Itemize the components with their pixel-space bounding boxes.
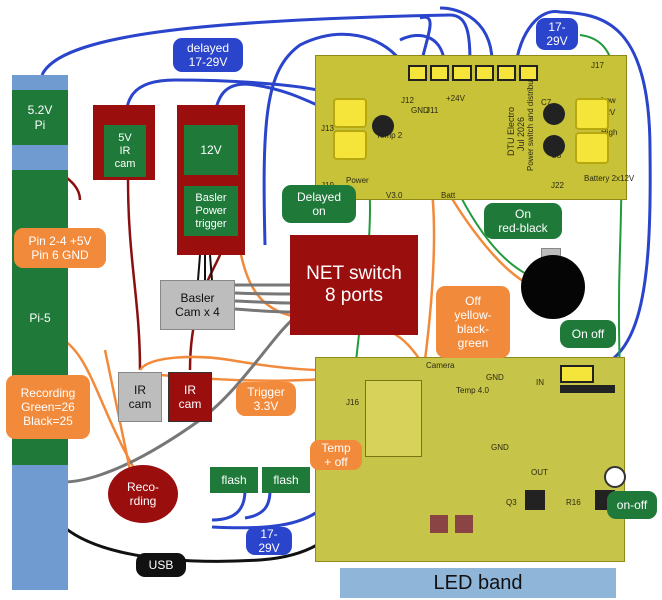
callout-top-1729: 17- 29V xyxy=(536,18,578,50)
switch-small xyxy=(604,466,626,488)
pcb-pin-j12: J12 xyxy=(401,96,414,105)
ir-cam-red-box: IR cam xyxy=(168,372,212,422)
pcb2-chip-4 xyxy=(455,515,473,533)
grey-wire-basler-4 xyxy=(234,307,291,314)
pcb-pin-j22: J22 xyxy=(551,181,564,190)
callout-usb: USB xyxy=(136,553,186,577)
pcb-pin-temp2: Temp 2 xyxy=(376,131,403,140)
pcb-pin-j13: J13 xyxy=(321,124,334,133)
pcb-pin-24v: +24V xyxy=(446,94,465,103)
grey-wire-basler-3 xyxy=(234,299,291,305)
callout-pin-info: Pin 2-4 +5V Pin 6 GND xyxy=(14,228,106,268)
blue-wire-switch xyxy=(262,32,402,246)
pcb-pin-high: High xyxy=(601,128,618,137)
pcb2-out: OUT xyxy=(531,468,548,477)
basler-trigger-box: Basler Power trigger xyxy=(184,186,238,236)
pcb2-in: IN xyxy=(536,378,544,387)
pcb-pad-4 xyxy=(575,132,609,164)
pcb-capacitor-1 xyxy=(372,115,394,137)
pcb-pin-battery: Battery 2x12V xyxy=(584,174,635,183)
blue-wire-pi-top xyxy=(40,13,451,76)
pcb2-header xyxy=(560,385,615,393)
grey-wire-basler-2 xyxy=(234,291,291,296)
blue-wire-flash xyxy=(211,489,321,530)
callout-on-off-2: on-off xyxy=(607,491,657,519)
led-band: LED band xyxy=(340,568,616,598)
pcb2-r16: R16 xyxy=(566,498,581,507)
pcb-pin-c7: C7 xyxy=(541,98,552,107)
callout-on-red-black: On red-black xyxy=(484,203,562,239)
pcb-pad-2 xyxy=(333,130,367,160)
callout-off-yellow: Off yellow- black- green xyxy=(436,286,510,358)
pwr12v-box: 12V xyxy=(184,125,238,175)
pcb-pad-1 xyxy=(333,98,367,128)
switch-knob xyxy=(521,255,585,319)
pcb-header-pin xyxy=(452,65,472,81)
pcb-header-pin xyxy=(430,65,450,81)
pcb-header-pin xyxy=(474,65,494,81)
pcb2-temp: Temp 4.0 xyxy=(456,386,489,395)
blue-wire-right xyxy=(513,10,652,374)
recording-wire xyxy=(103,349,132,471)
callout-delayed-1729: delayed 17-29V xyxy=(173,38,243,72)
net-switch-box: NET switch 8 ports xyxy=(290,235,418,335)
basler-cam-box: Basler Cam x 4 xyxy=(160,280,235,330)
recording-circle: Reco- rding xyxy=(108,465,178,523)
pcb-pin-batt: Batt xyxy=(441,191,456,200)
pcb2-module xyxy=(365,380,422,457)
pcb-connector-row xyxy=(408,65,539,81)
pcb2-gnd: GND xyxy=(486,373,504,382)
flash-box-1: flash xyxy=(210,467,258,493)
pcb-pin-j17: J17 xyxy=(591,61,604,70)
flash-box-2: flash xyxy=(262,467,310,493)
black-wire-basler xyxy=(197,254,213,281)
maroon-wire-cam xyxy=(126,179,142,371)
pcb-header-pin xyxy=(496,65,516,81)
pcb-line-3: Power switch and distribute xyxy=(526,73,535,171)
pi-power-box: 5.2V Pi xyxy=(12,90,68,145)
ir-cam-grey-box: IR cam xyxy=(118,372,162,422)
pcb2-connector xyxy=(560,365,594,383)
pcb-pin-gnd: GND xyxy=(411,106,429,115)
callout-bottom-1729: 17- 29V xyxy=(246,527,292,555)
pcb2-q3: Q3 xyxy=(506,498,517,507)
pcb-line-1: DTU Electro xyxy=(506,106,516,156)
pcb2-chip-3 xyxy=(430,515,448,533)
pcb-version: V3.0 xyxy=(386,191,403,200)
callout-recording-pins: Recording Green=26 Black=25 xyxy=(6,375,90,439)
callout-on-off: On off xyxy=(560,320,616,348)
pcb2-camera: Camera xyxy=(426,361,455,370)
pcb2-gnd2: GND xyxy=(491,443,509,452)
pcb-capacitor-3 xyxy=(543,135,565,157)
pcb2-j16: J16 xyxy=(346,398,359,407)
pcb-capacitor-2 xyxy=(543,103,565,125)
pcb-pin-j11: J11 xyxy=(426,106,439,115)
callout-trigger: Trigger 3.3V xyxy=(236,382,296,416)
pcb-header-pin xyxy=(518,65,539,81)
pcb-pin-power: Power xyxy=(346,176,369,185)
pcb-pad-3 xyxy=(575,98,609,130)
pcb-header-pin xyxy=(408,65,428,81)
pcb-line-2: Jul 2026 xyxy=(516,116,526,151)
cam5v-box: 5V IR cam xyxy=(104,125,146,177)
callout-delayed-on: Delayed on xyxy=(282,185,356,223)
callout-temp-off: Temp + off xyxy=(310,440,362,470)
pcb2-chip-1 xyxy=(525,490,545,510)
